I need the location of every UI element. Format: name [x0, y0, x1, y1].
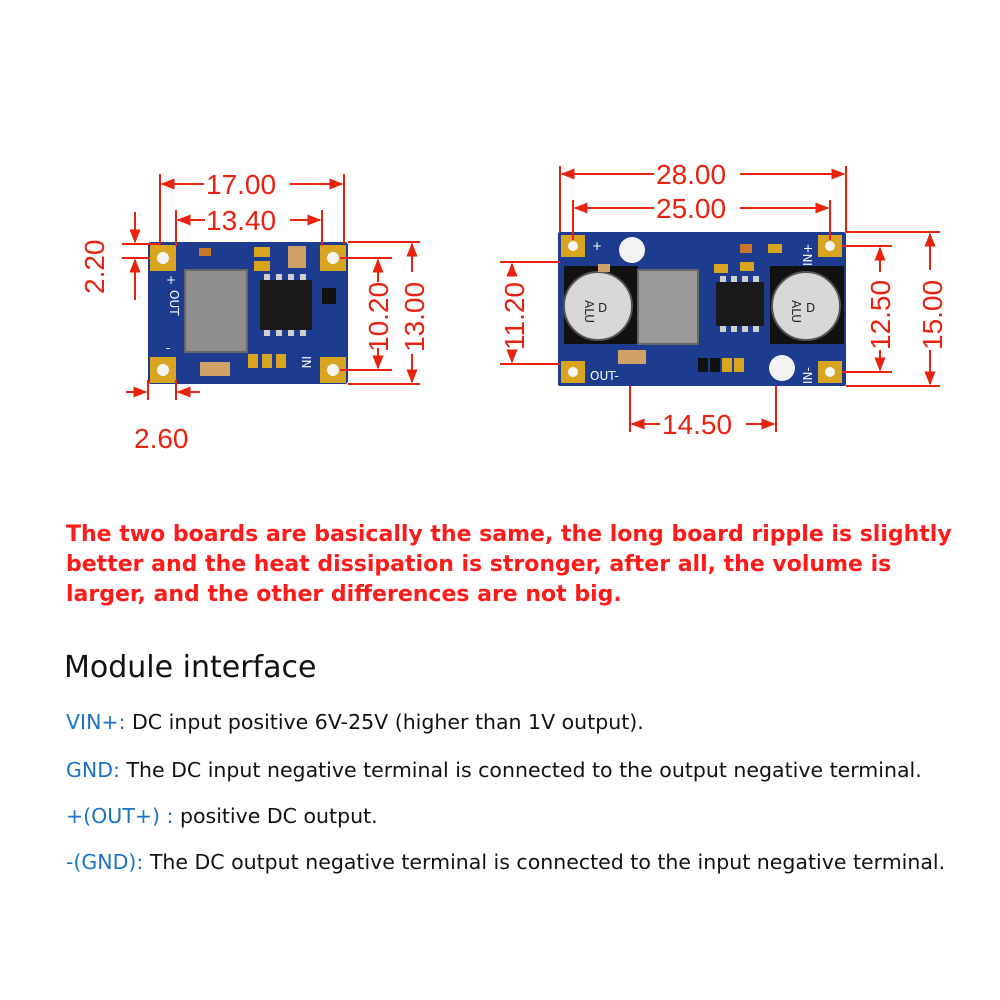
small-board-out-label: OUT [167, 290, 181, 316]
large-height-overall: 15.00 [917, 280, 948, 350]
interface-item-vin: VIN+: DC input positive 6V-25V (higher t… [66, 710, 644, 734]
large-board-chip [716, 282, 764, 326]
large-height-holes: 12.50 [865, 280, 896, 350]
large-width-overall: 28.00 [656, 159, 726, 190]
board-dimension-diagram: OUT + - IN 17.00 13.40 2.20 10.20 [79, 159, 948, 454]
small-board-inductor [184, 269, 248, 353]
interface-item-out-plus: +(OUT+) : positive DC output. [66, 804, 378, 828]
interface-key: -(GND): [66, 850, 144, 874]
svg-text:D: D [598, 301, 607, 315]
module-interface-title: Module interface [64, 650, 317, 685]
large-span-bottom: 14.50 [662, 409, 732, 440]
svg-text:ALU: ALU [582, 300, 596, 323]
interface-key: GND: [66, 758, 120, 782]
interface-key: VIN+: [66, 710, 126, 734]
small-height-overall: 13.00 [399, 282, 430, 352]
interface-key: +(OUT+) : [66, 804, 174, 828]
svg-text:ALU: ALU [789, 300, 803, 323]
interface-item-out-gnd: -(GND): The DC output negative terminal … [66, 850, 945, 874]
large-board-capacitor-left: ALU D [563, 266, 638, 344]
large-board-smd [598, 244, 782, 372]
small-width-overall: 17.00 [206, 169, 276, 200]
large-board-plus-label: + [592, 239, 602, 253]
large-height-left: 11.20 [499, 282, 530, 350]
large-board-capacitor-right: ALU D [770, 266, 844, 344]
small-board-smd [199, 246, 336, 376]
interface-item-gnd: GND: The DC input negative terminal is c… [66, 758, 922, 782]
large-board-dimensions: 28.00 25.00 11.20 12.50 15.00 14.50 [499, 159, 948, 440]
small-hole-offset-h: 2.60 [134, 423, 189, 454]
small-board-dimensions: 17.00 13.40 2.20 10.20 13.00 2.60 [79, 169, 430, 454]
interface-desc: The DC input negative terminal is connec… [119, 758, 922, 782]
large-board-in-minus-label: IN- [801, 367, 815, 384]
large-board-pads [561, 235, 842, 383]
comparison-note: The two boards are basically the same, t… [66, 522, 952, 607]
small-board-plus-label: + [166, 273, 176, 287]
small-board-minus-label: - [166, 341, 170, 355]
small-height-holes: 10.20 [363, 282, 394, 352]
interface-desc: DC input positive 6V-25V (higher than 1V… [125, 710, 644, 734]
large-width-holes: 25.00 [656, 193, 726, 224]
large-board: ALU D ALU D + OU [558, 232, 846, 386]
interface-desc: positive DC output. [173, 804, 378, 828]
small-hole-offset-v: 2.20 [79, 240, 110, 295]
small-board-in-label: IN [299, 356, 313, 369]
small-board-chip [260, 280, 312, 330]
small-width-holes: 13.40 [206, 205, 276, 236]
interface-desc: The DC output negative terminal is conne… [143, 850, 946, 874]
large-board-out-minus-label: OUT- [590, 369, 619, 383]
small-board: OUT + - IN [148, 242, 348, 384]
svg-text:D: D [806, 301, 815, 315]
large-board-inductor [637, 269, 699, 345]
large-board-in-plus-label: IN+ [801, 243, 815, 266]
